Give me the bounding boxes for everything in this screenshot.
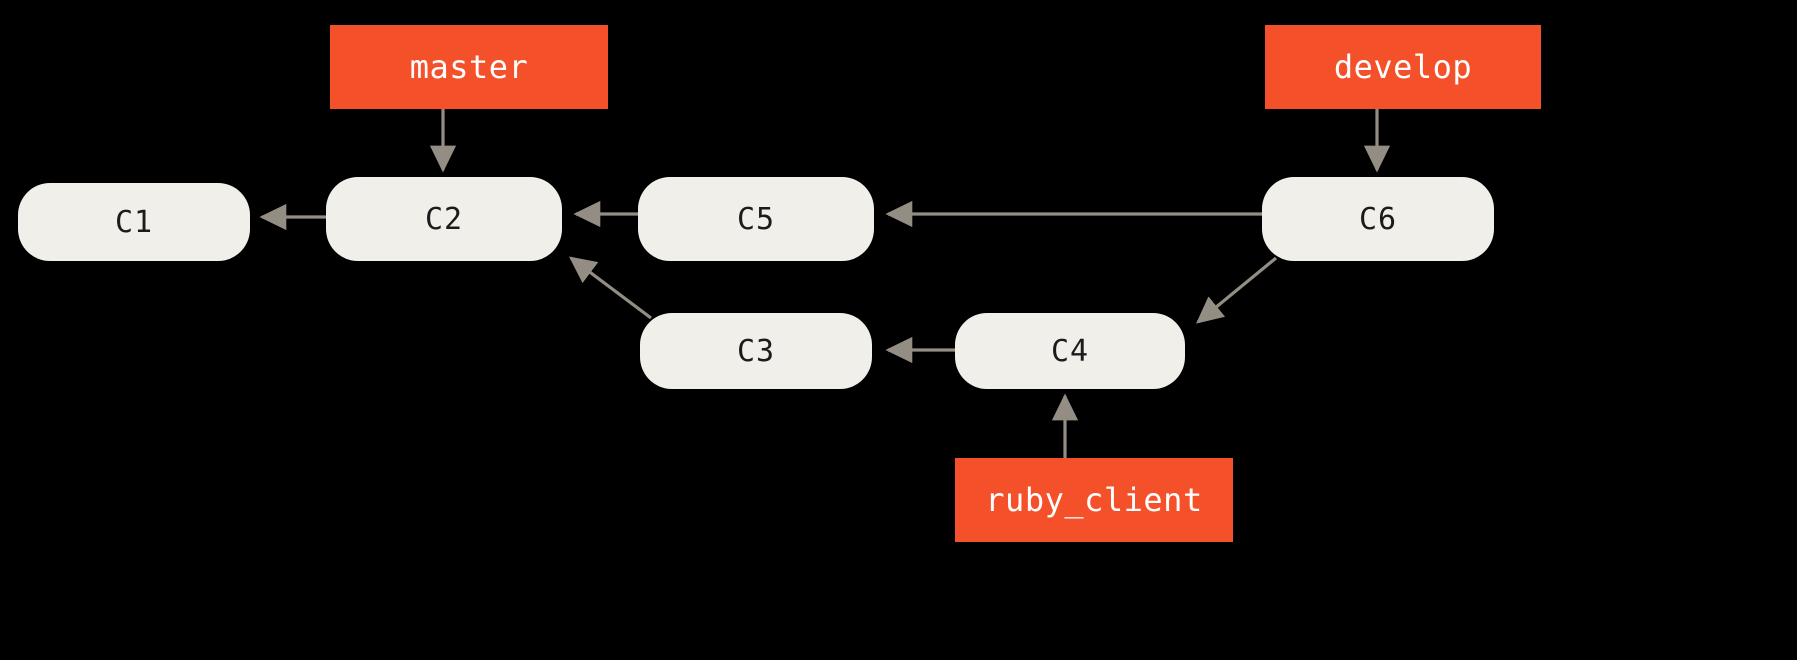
edge-c6-to-c4 <box>1196 256 1278 324</box>
branch-label-master[interactable]: master <box>330 25 608 109</box>
commit-node-c4[interactable]: C4 <box>955 313 1185 389</box>
branch-label-develop[interactable]: develop <box>1265 25 1541 109</box>
commit-node-c6[interactable]: C6 <box>1262 177 1494 261</box>
commit-node-c1[interactable]: C1 <box>18 183 250 261</box>
edge-c3-to-c2 <box>568 256 652 320</box>
branch-label-ruby-client[interactable]: ruby_client <box>955 458 1233 542</box>
commit-node-c2[interactable]: C2 <box>326 177 562 261</box>
commit-node-c3[interactable]: C3 <box>640 313 872 389</box>
commit-node-c5[interactable]: C5 <box>638 177 874 261</box>
